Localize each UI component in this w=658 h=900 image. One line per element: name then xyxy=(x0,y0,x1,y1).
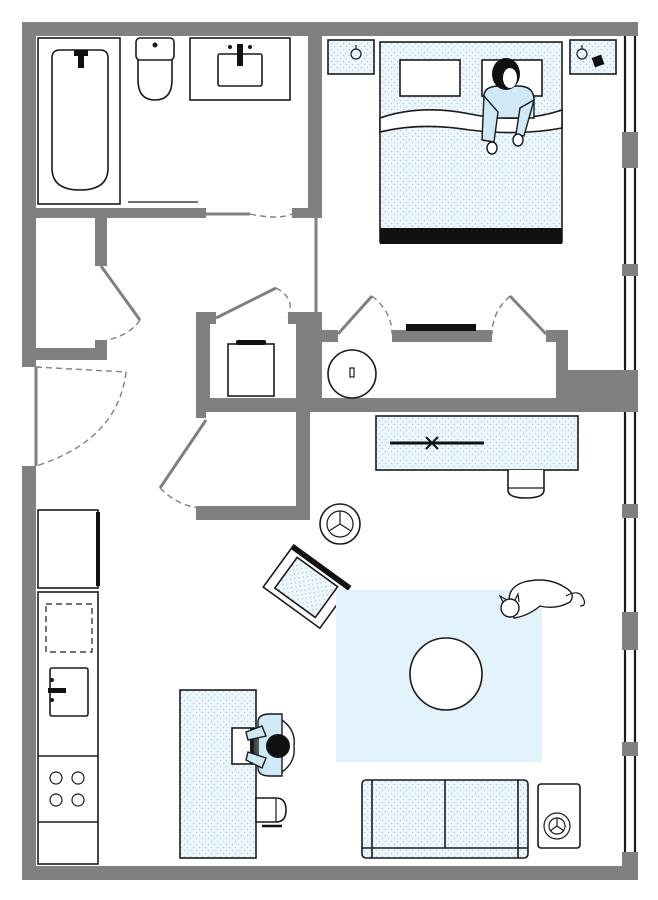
bathroom-bedroom-wall xyxy=(308,36,322,218)
outer-wall-left-lower xyxy=(22,466,36,880)
laundry-closet xyxy=(227,340,275,397)
nightstand-left xyxy=(327,39,375,75)
bedroom-closet-door-right-swing xyxy=(491,295,511,335)
coat-closet-wall-left xyxy=(196,398,206,418)
bathroom-door-swing xyxy=(249,213,293,218)
bedroom-closet-door-left-swing xyxy=(371,295,393,335)
bedroom-wall-left-lower xyxy=(308,312,322,412)
closet-wall-upper xyxy=(95,218,107,266)
fridge xyxy=(37,509,100,589)
bathtub xyxy=(37,37,121,205)
desk-stool xyxy=(507,470,545,499)
laundry-door xyxy=(215,286,277,320)
sofa-side-table xyxy=(537,783,581,849)
laundry-wall-left xyxy=(196,312,210,408)
water-heater xyxy=(327,349,377,399)
bathroom xyxy=(37,37,291,205)
side-table xyxy=(319,503,361,545)
toilet xyxy=(135,37,175,101)
bedroom xyxy=(327,39,617,244)
nightstand-right xyxy=(569,39,617,75)
laundry-wall-right xyxy=(296,312,310,518)
closet-bottom-wall xyxy=(36,348,107,360)
kitchen-counter xyxy=(37,591,99,865)
coat-closet-door xyxy=(158,419,208,489)
kitchen xyxy=(37,509,295,865)
bedroom-closet xyxy=(327,324,476,399)
sofa xyxy=(361,779,529,859)
washer xyxy=(227,340,275,397)
bedroom-closet-side-right xyxy=(556,330,568,380)
laundry-bottom-wall xyxy=(196,398,310,412)
laundry-door-swing xyxy=(275,287,291,319)
coffee-table xyxy=(409,637,483,711)
entry-door-swing xyxy=(35,366,127,467)
bar-stool xyxy=(255,797,287,828)
dining-table xyxy=(179,689,257,859)
bathroom-bottom-wall-right xyxy=(292,208,316,218)
person-working xyxy=(245,713,295,777)
coat-closet-door-swing xyxy=(159,487,201,509)
person-sleeping xyxy=(481,58,536,155)
coat-closet-bottom-wall xyxy=(196,506,310,520)
bed xyxy=(379,41,563,244)
outer-wall-top xyxy=(22,22,638,36)
closet-door-swing xyxy=(106,319,141,341)
doors xyxy=(34,212,548,509)
stove xyxy=(38,755,98,823)
windows xyxy=(622,36,638,852)
armchair xyxy=(262,543,352,630)
bedroom-closet-door-left xyxy=(336,294,374,336)
dresser xyxy=(375,415,579,471)
closet-shelf xyxy=(406,324,476,331)
bedroom-living-wall xyxy=(308,398,638,412)
dishwasher xyxy=(45,603,93,653)
outer-wall-bottom xyxy=(22,866,638,880)
closet-door xyxy=(99,265,142,321)
bathroom-sink xyxy=(189,37,291,101)
living-room xyxy=(262,415,586,859)
cat xyxy=(498,579,586,619)
bathroom-bottom-wall xyxy=(36,208,206,218)
bedroom-closet-front-mid xyxy=(392,330,492,342)
laundry-wall-top xyxy=(196,312,216,324)
bedroom-closet-front-left xyxy=(322,330,338,342)
outer-wall-left-upper xyxy=(22,22,36,367)
bedroom-closet-door-right xyxy=(508,294,548,336)
kitchen-sink xyxy=(48,667,89,717)
